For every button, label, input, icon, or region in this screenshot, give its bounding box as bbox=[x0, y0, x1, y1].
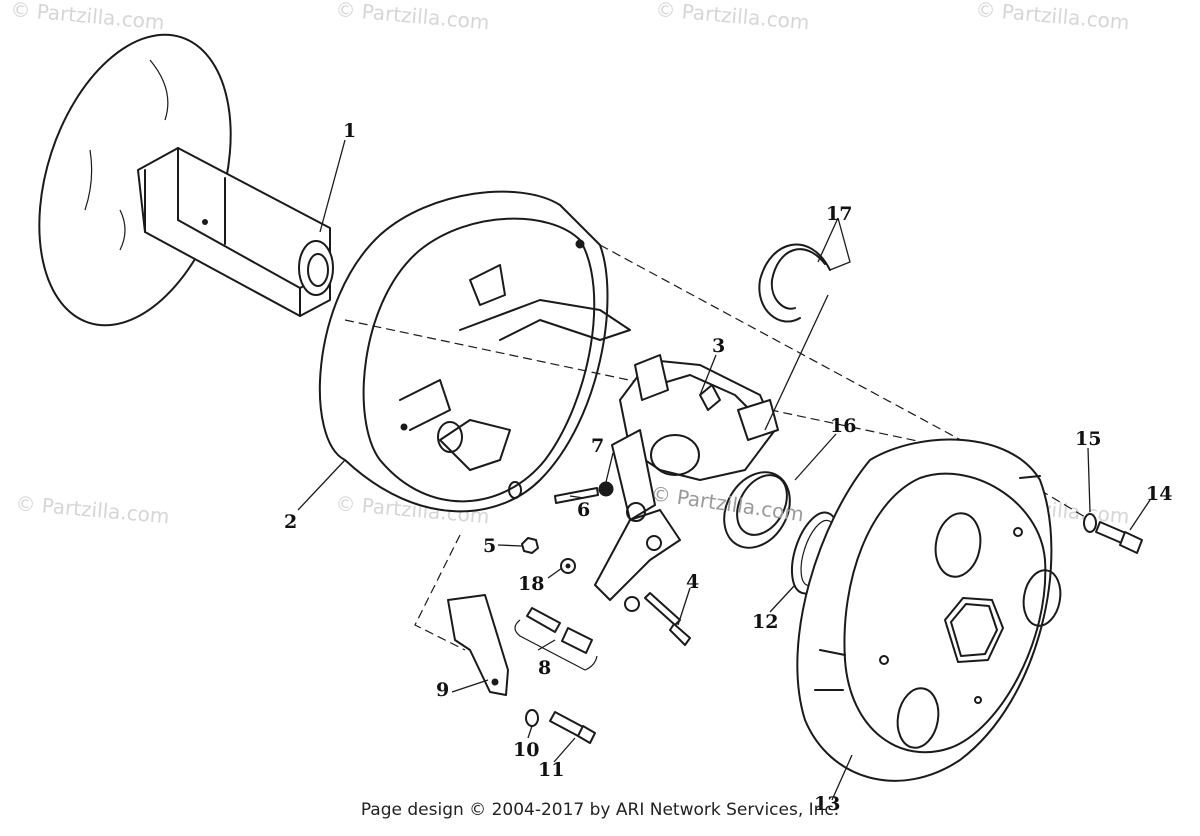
assembly-axis-line bbox=[1039, 489, 1091, 521]
callout-18: 18 bbox=[518, 573, 544, 595]
part-5-nut bbox=[521, 537, 539, 554]
part-11-bolt bbox=[549, 711, 596, 744]
part-6-bolt bbox=[554, 487, 599, 504]
watermark: © Partzilla.com bbox=[975, 0, 1131, 34]
part-1-sheave-shaft bbox=[38, 33, 334, 327]
callout-10: 10 bbox=[513, 739, 539, 761]
callout-7: 7 bbox=[591, 435, 604, 457]
part-4-bolt bbox=[624, 592, 691, 646]
part-14-bolt bbox=[1095, 521, 1143, 554]
callout-1: 1 bbox=[343, 120, 356, 142]
part-8-pin-roller bbox=[514, 607, 598, 671]
watermark: © Partzilla.com bbox=[335, 0, 491, 34]
callout-12: 12 bbox=[752, 611, 778, 633]
callout-labels: 1 2 3 4 5 6 7 8 9 10 11 12 13 14 15 16 1… bbox=[284, 120, 1172, 815]
part-17-ring-halves bbox=[758, 243, 831, 323]
callout-8: 8 bbox=[538, 657, 551, 679]
watermark: © Partzilla.com bbox=[15, 491, 171, 528]
assembly-axis-line bbox=[414, 534, 466, 651]
watermark: © Partzilla.com bbox=[10, 0, 166, 34]
callout-4: 4 bbox=[686, 571, 699, 593]
part-10-washer bbox=[525, 709, 539, 727]
assembly-axis-line bbox=[599, 244, 971, 446]
leader-lines bbox=[297, 139, 1151, 801]
callout-16: 16 bbox=[830, 415, 856, 437]
copyright-footer: Page design © 2004-2017 by ARI Network S… bbox=[360, 800, 840, 820]
part-7-nut bbox=[598, 481, 614, 497]
part-15-washer bbox=[1083, 513, 1097, 533]
part-13-cover-drum bbox=[796, 438, 1062, 782]
callout-6: 6 bbox=[577, 499, 590, 521]
part-3-arm-assembly bbox=[594, 354, 779, 601]
part-2-drum-housing bbox=[318, 190, 631, 513]
callout-15: 15 bbox=[1075, 428, 1101, 450]
watermark: © Partzilla.com bbox=[655, 0, 811, 34]
callout-13: 13 bbox=[814, 793, 840, 815]
part-18-washer bbox=[560, 558, 576, 574]
callout-14: 14 bbox=[1146, 483, 1172, 505]
callout-11: 11 bbox=[538, 759, 564, 781]
callout-2: 2 bbox=[284, 511, 297, 533]
callout-17: 17 bbox=[826, 203, 852, 225]
part-16-bushing bbox=[723, 471, 791, 549]
callout-5: 5 bbox=[483, 535, 496, 557]
callout-9: 9 bbox=[436, 679, 449, 701]
part-9-bracket bbox=[447, 594, 509, 696]
callout-3: 3 bbox=[712, 335, 725, 357]
